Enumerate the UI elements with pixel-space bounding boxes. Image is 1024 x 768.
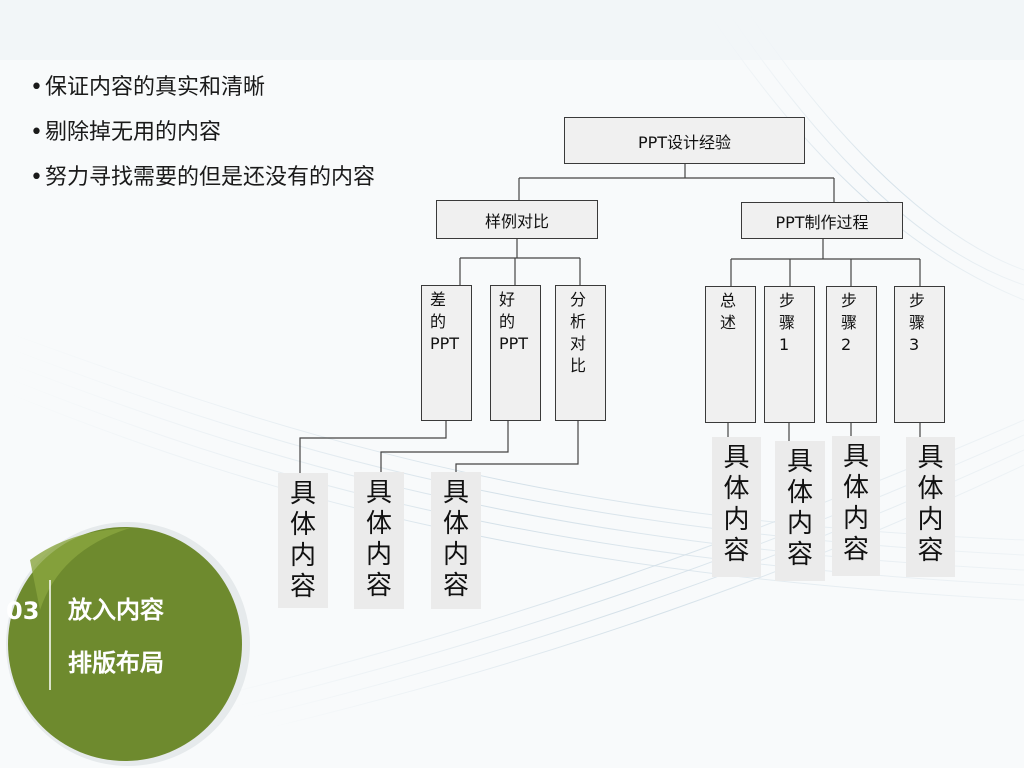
- node-branch-left: 样例对比: [436, 200, 598, 239]
- leaf-char: 体: [365, 509, 392, 539]
- leaf-char: 体: [842, 473, 869, 503]
- leaf-char: 内: [917, 505, 944, 535]
- leaf-char: 容: [917, 536, 944, 566]
- leaf-char: 具: [365, 478, 392, 508]
- leaf-char: 具: [842, 442, 869, 472]
- leaf-box: 具 体 内 容: [832, 436, 880, 576]
- node-char: 1: [779, 335, 790, 354]
- leaf-char: 体: [723, 474, 750, 504]
- bullet-list: 保证内容的真实和清晰 剔除掉无用的内容 努力寻找需要的但是还没有的内容: [30, 72, 375, 207]
- leaf-box: 具 体 内 容: [775, 441, 825, 581]
- section-title-line1: 放入内容: [68, 596, 164, 624]
- node-root: PPT设计经验: [564, 117, 805, 164]
- leaf-char: 内: [723, 505, 750, 535]
- leaf-char: 容: [442, 571, 469, 601]
- leaf-box: 具 体 内 容: [712, 437, 761, 577]
- bullet-item: 努力寻找需要的但是还没有的内容: [30, 162, 375, 207]
- leaf-char: 具: [723, 443, 750, 473]
- node-char: 好: [499, 290, 516, 309]
- node-left-child-3: 分 析 对 比: [555, 285, 606, 421]
- node-char: 步: [779, 291, 796, 310]
- leaf-char: 容: [786, 540, 813, 570]
- node-right-child-3: 步 骤 2: [826, 286, 877, 423]
- bullet-item: 保证内容的真实和清晰: [30, 72, 375, 117]
- leaf-char: 容: [842, 535, 869, 565]
- section-badge: [6, 522, 250, 766]
- leaf-char: 内: [442, 540, 469, 570]
- node-char: 步: [909, 291, 926, 310]
- node-char: 述: [720, 313, 737, 332]
- node-char: PPT: [430, 334, 460, 353]
- leaf-char: 体: [917, 474, 944, 504]
- node-right-child-4: 步 骤 3: [894, 286, 945, 423]
- leaf-char: 内: [289, 541, 316, 571]
- node-char: 步: [841, 291, 858, 310]
- node-char: 分: [570, 290, 587, 309]
- section-number: 03: [6, 597, 40, 625]
- node-left-child-2: 好 的 PPT: [490, 285, 541, 421]
- node-branch-right: PPT制作过程: [741, 202, 903, 239]
- leaf-box: 具 体 内 容: [354, 472, 404, 609]
- node-char: 析: [570, 312, 587, 331]
- leaf-char: 具: [289, 479, 316, 509]
- leaf-box: 具 体 内 容: [278, 473, 328, 608]
- node-char: 骤: [779, 313, 796, 332]
- node-char: 2: [841, 335, 852, 354]
- node-left-child-1: 差 的 PPT: [421, 285, 472, 421]
- leaf-char: 容: [365, 571, 392, 601]
- leaf-char: 具: [786, 447, 813, 477]
- node-right-child-2: 步 骤 1: [764, 286, 815, 423]
- node-char: PPT: [499, 334, 529, 353]
- leaf-char: 内: [842, 504, 869, 534]
- leaf-char: 内: [786, 509, 813, 539]
- leaf-char: 体: [289, 510, 316, 540]
- leaf-char: 容: [289, 572, 316, 602]
- leaf-char: 体: [786, 478, 813, 508]
- node-char: 的: [430, 312, 447, 331]
- node-char: 比: [570, 356, 587, 375]
- node-char: 骤: [841, 313, 858, 332]
- leaf-char: 容: [723, 536, 750, 566]
- node-char: 的: [499, 312, 516, 331]
- node-char: 对: [570, 334, 587, 353]
- bullet-item: 剔除掉无用的内容: [30, 117, 375, 162]
- leaf-box: 具 体 内 容: [431, 472, 481, 609]
- leaf-char: 内: [365, 540, 392, 570]
- section-title-line2: 排版布局: [68, 649, 164, 677]
- node-char: 骤: [909, 313, 926, 332]
- leaf-char: 具: [917, 443, 944, 473]
- node-right-child-1: 总 述: [705, 286, 756, 423]
- node-char: 3: [909, 335, 920, 354]
- node-char: 差: [430, 290, 447, 309]
- node-char: 总: [720, 291, 737, 310]
- leaf-char: 具: [442, 478, 469, 508]
- leaf-box: 具 体 内 容: [906, 437, 955, 577]
- leaf-char: 体: [442, 509, 469, 539]
